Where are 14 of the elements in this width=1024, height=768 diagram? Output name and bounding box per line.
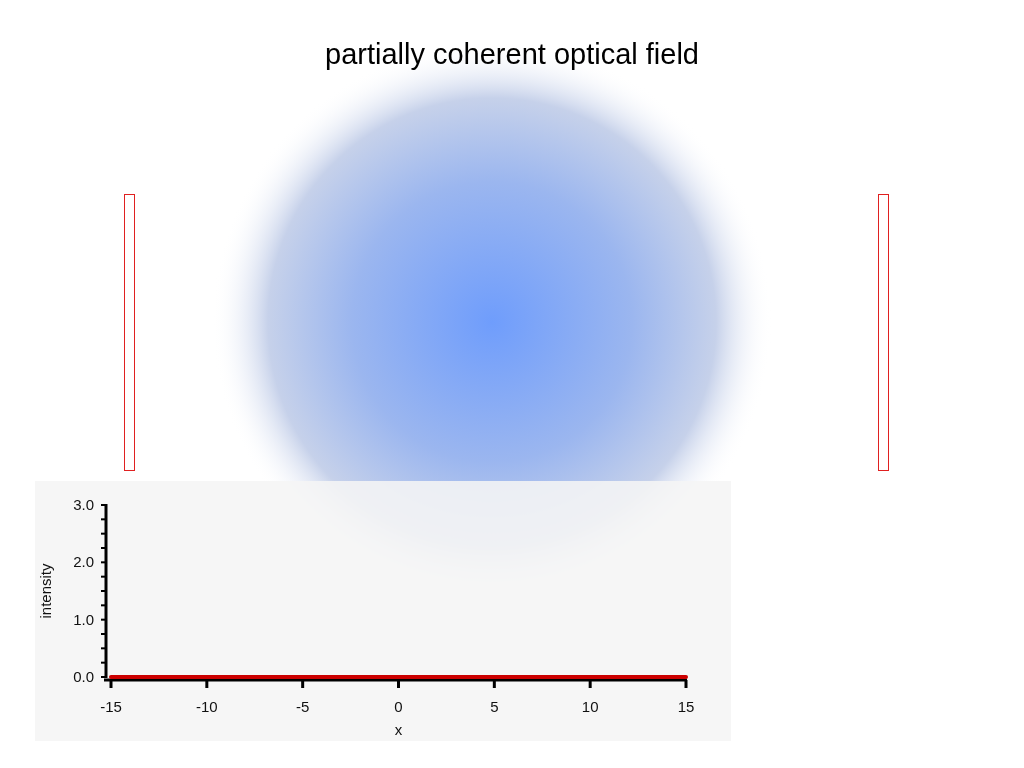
axis-label: intensity	[37, 563, 54, 619]
tick-label: -5	[296, 698, 310, 715]
tick-label: 0	[394, 698, 403, 715]
tick-label: 2.0	[73, 553, 94, 571]
tick-label: 15	[677, 698, 695, 715]
tick-label: 0.0	[73, 668, 94, 685]
tick-label: 5	[490, 698, 499, 715]
tick-label: 1.0	[73, 610, 94, 628]
tick-label: -15	[100, 698, 122, 715]
tick-label: -10	[196, 698, 218, 715]
tick-label: 3.0	[73, 496, 94, 513]
axis-label: x	[394, 721, 403, 738]
tick-label: 10	[581, 698, 599, 715]
title: partially coherent optical field	[324, 38, 700, 71]
